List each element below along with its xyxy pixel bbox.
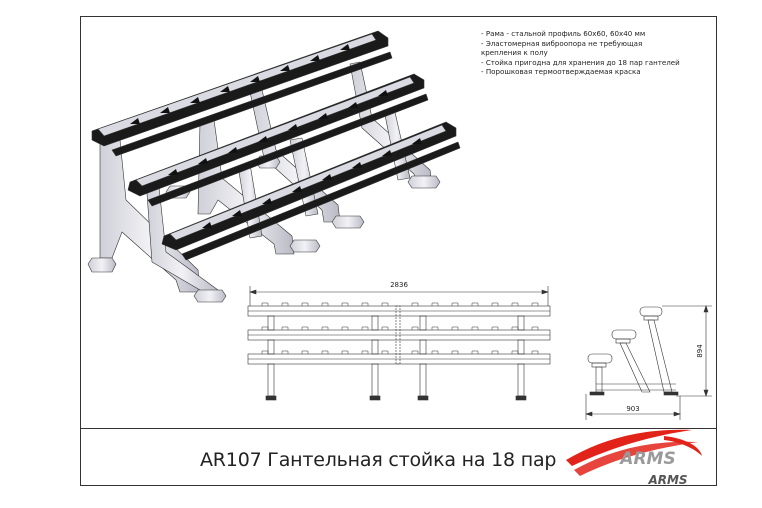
logo-text-large: ARMS — [618, 449, 675, 469]
side-elevation — [585, 305, 712, 420]
front-saddles — [261, 302, 539, 354]
swoosh-icon — [566, 429, 702, 476]
title-block — [80, 428, 717, 486]
spec-note: - Порошковая термоотверждаемая краска — [481, 67, 641, 77]
perspective-view — [87, 30, 461, 303]
spec-note: - Эластомерная виброопора не требующая — [481, 38, 643, 48]
spec-notes: - Рама - стальной профиль 60х60, 60х40 м… — [481, 29, 713, 77]
spec-note: крепления к полу — [481, 48, 548, 58]
height-dimension: 894 — [696, 344, 704, 358]
front-elevation — [247, 286, 551, 401]
arms-logo: ARMS ARMS — [566, 429, 702, 487]
spec-note: - Рама - стальной профиль 60х60, 60х40 м… — [481, 29, 646, 38]
front-feet — [265, 395, 527, 401]
document-title: AR107 Гантельная стойка на 18 пар — [200, 449, 557, 471]
logo-text-small: ARMS — [647, 473, 687, 487]
spec-note: - Стойка пригодна для хранения до 18 пар… — [481, 57, 680, 67]
drawing-frame — [80, 16, 717, 486]
depth-dimension: 903 — [626, 405, 639, 413]
length-dimension: 2836 — [390, 281, 408, 289]
